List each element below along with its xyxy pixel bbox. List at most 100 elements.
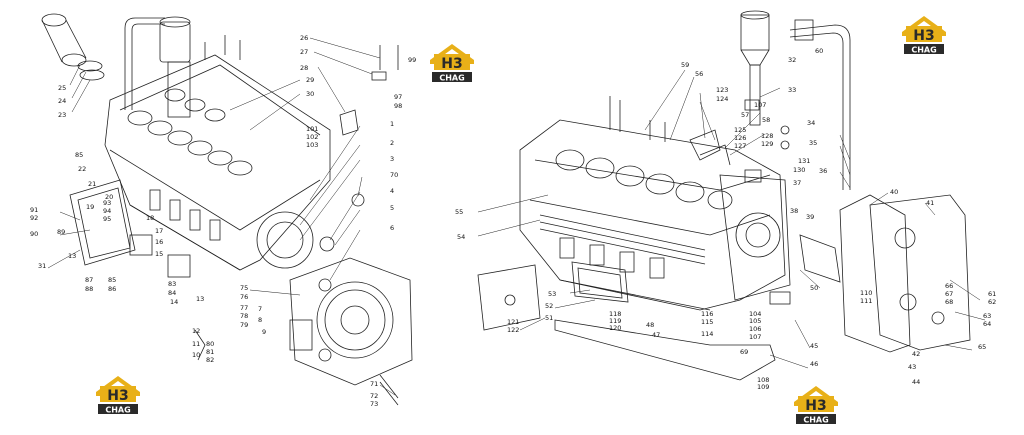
left-callout-27: 27 — [300, 48, 308, 56]
cylinder-liner — [41, 13, 105, 81]
right-leader-lines — [477, 69, 986, 369]
right-callout-130: 130 — [793, 166, 805, 174]
left-callout-25: 25 — [58, 84, 66, 92]
left-callout-31: 31 — [38, 262, 46, 270]
left-callout-87: 87 — [85, 276, 93, 284]
right-callout-127: 127 — [734, 142, 746, 150]
left-flywheel-housing — [289, 257, 413, 386]
right-callout-109: 109 — [757, 383, 769, 391]
right-callout-42: 42 — [912, 350, 920, 358]
right-callout-107: 107 — [754, 101, 766, 109]
right-callout-45: 45 — [810, 342, 818, 350]
right-callout-labels: 3260335956123124107581251261271281295713… — [455, 47, 996, 391]
left-callout-22: 22 — [78, 165, 86, 173]
logo-bottom-text: CHAG — [911, 46, 936, 55]
right-callout-125: 125 — [734, 126, 746, 134]
right-callout-124: 124 — [716, 95, 728, 103]
left-callout-24: 24 — [58, 97, 66, 105]
right-engine-block — [477, 10, 986, 381]
left-callout-26: 26 — [300, 34, 308, 42]
left-callout-7: 7 — [258, 305, 262, 313]
left-callout-18: 18 — [146, 214, 154, 222]
left-callout-91: 91 — [30, 206, 38, 214]
left-callout-82: 82 — [206, 356, 214, 364]
left-callout-78: 78 — [240, 312, 248, 320]
right-callout-118: 118 — [609, 310, 621, 318]
right-callout-62: 62 — [988, 298, 996, 306]
left-callout-2: 2 — [390, 139, 394, 147]
right-side-cover — [477, 261, 776, 381]
left-callout-83: 83 — [168, 280, 176, 288]
right-callout-58: 58 — [762, 116, 770, 124]
right-callout-55: 55 — [455, 208, 463, 216]
left-callout-79: 79 — [240, 321, 248, 329]
right-callout-108: 108 — [757, 376, 769, 384]
right-callout-66: 66 — [945, 282, 953, 290]
right-callout-47: 47 — [652, 331, 660, 339]
right-callout-104: 104 — [749, 310, 761, 318]
left-callout-6: 6 — [390, 224, 394, 232]
left-callout-103: 103 — [306, 141, 318, 149]
left-leader-lines — [47, 37, 396, 396]
left-callout-77: 77 — [240, 304, 248, 312]
left-callout-85: 85 — [108, 276, 116, 284]
right-callout-52: 52 — [545, 302, 553, 310]
left-side-cover — [69, 179, 191, 278]
logo-top-text: H3 — [805, 398, 826, 414]
left-callout-1: 1 — [390, 120, 394, 128]
right-callout-115: 115 — [701, 318, 713, 326]
left-callout-13: 13 — [68, 252, 76, 260]
left-callout-90: 90 — [30, 230, 38, 238]
right-gear-cover — [769, 194, 971, 353]
right-callout-122: 122 — [507, 326, 519, 334]
right-callout-33: 33 — [788, 86, 796, 94]
right-callout-120: 120 — [609, 324, 621, 332]
left-callout-72: 72 — [370, 392, 378, 400]
right-callout-128: 128 — [761, 132, 773, 140]
left-callout-15: 15 — [155, 250, 163, 258]
right-callout-50: 50 — [810, 284, 818, 292]
left-callout-102: 102 — [306, 133, 318, 141]
logo-body — [434, 54, 470, 70]
left-callout-10: 10 — [192, 351, 200, 359]
left-callout-89: 89 — [57, 228, 65, 236]
right-callout-35: 35 — [809, 139, 817, 147]
right-callout-57: 57 — [741, 111, 749, 119]
logo-top-text: H3 — [913, 28, 934, 44]
left-callout-4: 4 — [390, 187, 394, 195]
left-callout-98: 98 — [394, 102, 402, 110]
left-callout-81: 81 — [206, 348, 214, 356]
right-callout-44: 44 — [912, 378, 920, 386]
right-callout-131: 131 — [798, 157, 810, 165]
logo-top-text: H3 — [441, 56, 462, 72]
logo-bottom-text: CHAG — [439, 74, 464, 83]
logo-bottom-text: CHAG — [803, 416, 828, 425]
right-bracket-parts — [689, 99, 790, 183]
left-callout-73: 73 — [370, 400, 378, 408]
left-callout-14: 14 — [170, 298, 178, 306]
left-callout-92: 92 — [30, 214, 38, 222]
right-callout-119: 119 — [609, 317, 621, 325]
logo-top-text: H3 — [107, 388, 128, 404]
right-callout-34: 34 — [807, 119, 815, 127]
right-callout-54: 54 — [457, 233, 465, 241]
right-callout-114: 114 — [701, 330, 713, 338]
left-callout-labels: 2524232627289997982930101102103123704568… — [30, 34, 416, 408]
right-callout-63: 63 — [983, 312, 991, 320]
left-callout-70: 70 — [390, 171, 398, 179]
right-callout-65: 65 — [978, 343, 986, 351]
right-callout-64: 64 — [983, 320, 991, 328]
right-callout-43: 43 — [908, 363, 916, 371]
right-callout-61: 61 — [988, 290, 996, 298]
logo-band — [98, 404, 138, 414]
right-callout-51: 51 — [545, 314, 553, 322]
right-callout-106: 106 — [749, 325, 761, 333]
right-callout-56: 56 — [695, 70, 703, 78]
logo-band — [904, 44, 944, 54]
right-block-body — [519, 96, 791, 311]
left-callout-21: 21 — [88, 180, 96, 188]
left-callout-29: 29 — [306, 76, 314, 84]
